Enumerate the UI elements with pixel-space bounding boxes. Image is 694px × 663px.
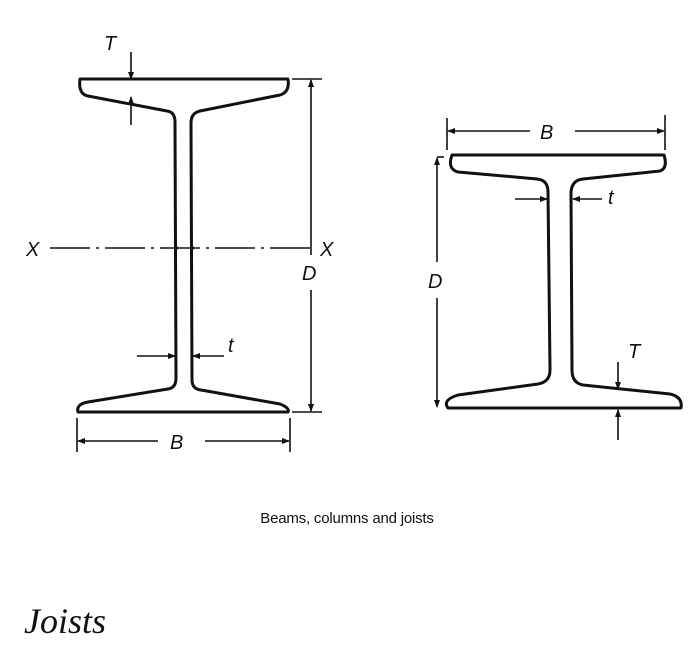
right-depth-label: D bbox=[428, 271, 442, 293]
figure-caption: Beams, columns and joists bbox=[260, 510, 434, 527]
right-web-thickness-label: t bbox=[608, 187, 615, 209]
left-i-beam-section bbox=[76, 77, 290, 414]
left-flange-thickness-label: T bbox=[104, 33, 118, 55]
axis-label-right: X bbox=[319, 239, 334, 261]
right-breadth-label: B bbox=[540, 122, 553, 144]
axis-label-left: X bbox=[25, 239, 40, 261]
section-heading: Joists bbox=[24, 601, 107, 641]
left-web-thickness-label: t bbox=[228, 335, 235, 357]
right-i-beam-section bbox=[444, 153, 683, 410]
right-flange-thickness-label: T bbox=[628, 341, 642, 363]
left-depth-label: D bbox=[302, 263, 316, 285]
left-breadth-label: B bbox=[170, 432, 183, 454]
